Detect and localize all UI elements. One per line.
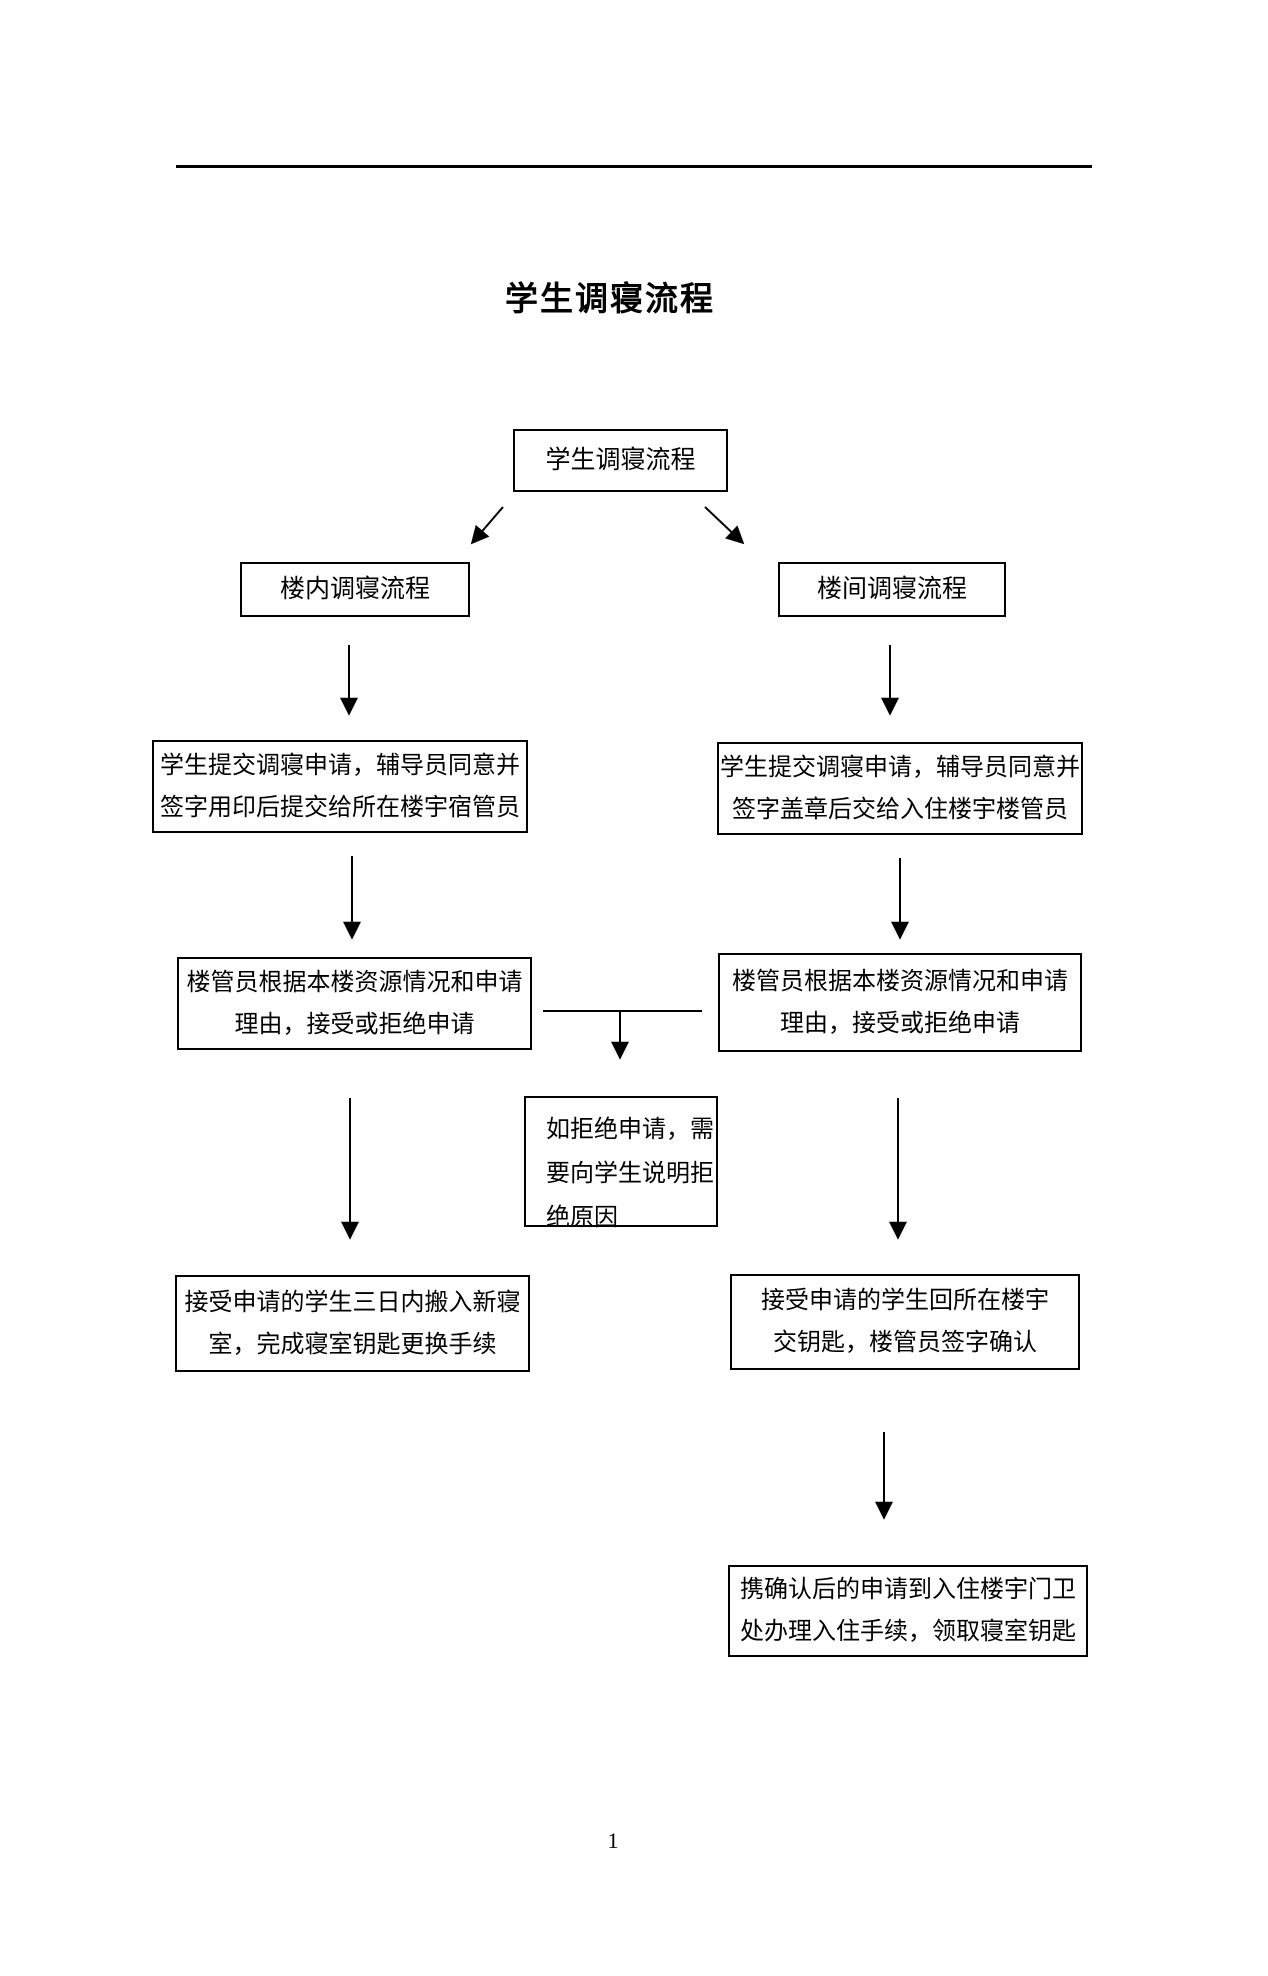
arrow-root-to-branch-right xyxy=(704,506,745,545)
flow-node-right-step1: 学生提交调寝申请，辅导员同意并 签字盖章后交给入住楼宇楼管员 xyxy=(717,742,1083,835)
page-number: 1 xyxy=(607,1828,619,1853)
flow-node-left-step3: 接受申请的学生三日内搬入新寝 室，完成寝室钥匙更换手续 xyxy=(175,1275,530,1372)
flow-node-left-step1: 学生提交调寝申请，辅导员同意并 签字用印后提交给所在楼宇宿管员 xyxy=(152,740,528,833)
flow-node-reject-note: 如拒绝申请，需 要向学生说明拒 绝原因 xyxy=(524,1096,718,1231)
header-rule xyxy=(176,165,1092,168)
flow-node-branch-right: 楼间调寝流程 xyxy=(778,562,1006,617)
page-title: 学生调寝流程 xyxy=(505,280,715,317)
flow-node-right-step3: 接受申请的学生回所在楼宇 交钥匙，楼管员签字确认 xyxy=(730,1274,1080,1370)
flow-node-right-step4: 携确认后的申请到入住楼宇门卫 处办理入住手续，领取寝室钥匙 xyxy=(728,1565,1088,1657)
arrow-root-to-branch-left xyxy=(470,506,504,545)
flow-node-left-step2: 楼管员根据本楼资源情况和申请 理由，接受或拒绝申请 xyxy=(177,957,532,1050)
flow-node-right-step2: 楼管员根据本楼资源情况和申请 理由，接受或拒绝申请 xyxy=(718,953,1082,1052)
flow-node-root: 学生调寝流程 xyxy=(513,429,728,492)
flow-node-branch-left: 楼内调寝流程 xyxy=(240,562,470,617)
